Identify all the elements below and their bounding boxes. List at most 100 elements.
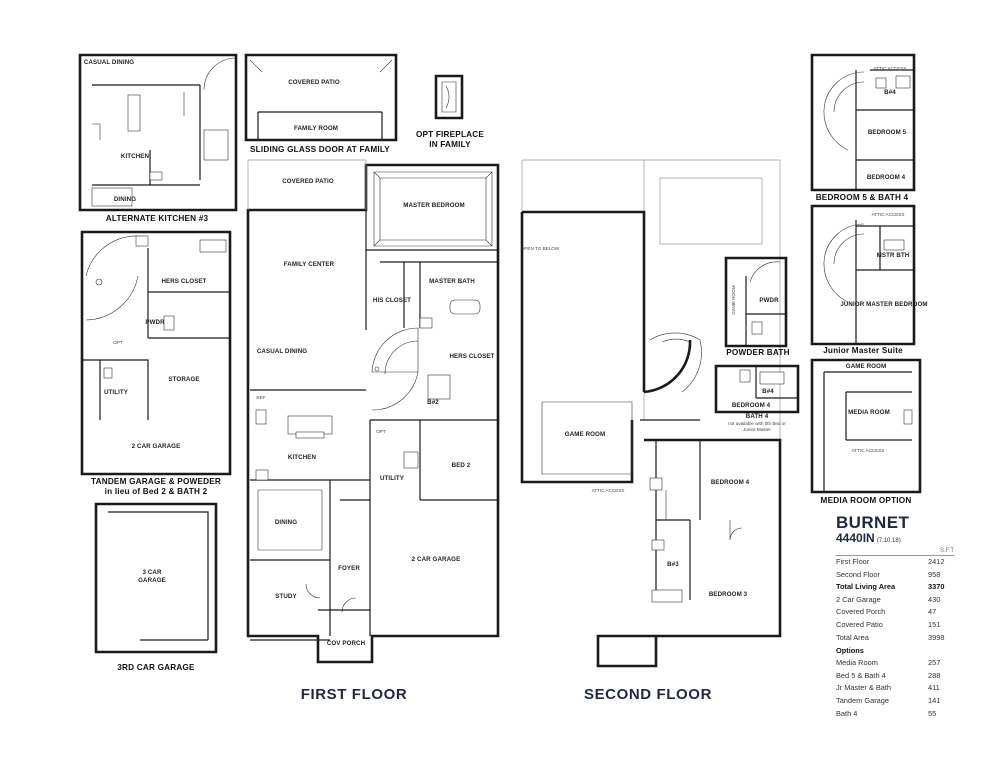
first-floor-title: FIRST FLOOR [301, 686, 408, 703]
media-room-label: MEDIA ROOM [848, 409, 890, 416]
plan-code-line: 4440IN(7.10.18) [836, 532, 954, 547]
ff-master-bath-label: MASTER BATH [429, 278, 475, 285]
sqft-row-value: 3998 [928, 632, 945, 642]
options-header: Options [836, 646, 864, 656]
ff-dining-label: DINING [275, 519, 297, 526]
sqft-row-value: 3370 [928, 582, 945, 592]
sqft-row-label: Bed 5 & Bath 4 [836, 670, 886, 680]
b4-b4-label: B#4 [762, 388, 774, 395]
second-floor-plan: OPEN TO BELOW GAME ROOM ATTIC ACCESS BED… [520, 159, 782, 703]
sqft-header: S.F.T [836, 548, 954, 556]
tandem-caption-2: in lieu of Bed 2 & BATH 2 [105, 487, 208, 496]
slide-family-room-label: FAMILY ROOM [294, 125, 338, 132]
sqft-row: First Floor 2412 [836, 556, 954, 569]
b5-bedroom5-label: BEDROOM 5 [868, 129, 907, 136]
tandem-garage-label: 2 CAR GARAGE [132, 443, 181, 450]
sqft-row-label: Bath 4 [836, 708, 858, 718]
sqft-row-label: Second Floor [836, 569, 880, 579]
sqft-row-label: Jr Master & Bath [836, 683, 892, 693]
alt-dining-label: DINING [114, 196, 136, 203]
tandem-opt-label: OPT [113, 340, 123, 345]
sqft-row-label: Total Living Area [836, 582, 896, 592]
media-game-room-label: GAME ROOM [846, 363, 886, 370]
tandem-garage-inset: HERS CLOSET PWDR OPT UTILITY STORAGE 2 C… [80, 230, 232, 496]
second-floor-title: SECOND FLOOR [584, 686, 712, 703]
alternate-kitchen-inset: CASUAL DINING KITCHEN DINING ALTERNATE K… [78, 53, 238, 223]
sf-bedroom3-label: BEDROOM 3 [709, 591, 748, 598]
sqft-row: 2 Car Garage 430 [836, 594, 954, 607]
plan-code: 4440IN [836, 531, 875, 545]
ff-b2-label: B#2 [427, 399, 439, 406]
sliding-door-inset: COVERED PATIO FAMILY ROOM SLIDING GLASS … [244, 53, 398, 154]
ff-covered-patio-label: COVERED PATIO [282, 178, 334, 185]
sqft-row: Tandem Garage 141 [836, 695, 954, 708]
plan-date: (7.10.18) [876, 538, 901, 544]
junior-master-inset: ATTIC ACCESS MSTR BTH JUNIOR MASTER BEDR… [810, 204, 928, 355]
ff-casual-dining-label: CASUAL DINING [257, 348, 307, 355]
fireplace-caption-2: IN FAMILY [429, 140, 471, 149]
bath4-caption-1: BATH 4 [746, 413, 769, 420]
sqft-row-label: Covered Porch [836, 607, 886, 617]
sqft-row-label: Tandem Garage [836, 695, 889, 705]
sliding-door-caption: SLIDING GLASS DOOR AT FAMILY [250, 145, 390, 154]
ff-family-center-label: FAMILY CENTER [284, 261, 335, 268]
sf-b3-label: B#3 [667, 561, 679, 568]
fireplace-caption-1: OPT FIREPLACE [416, 130, 484, 139]
ff-master-bedroom-label: MASTER BEDROOM [403, 202, 465, 209]
b4-bedroom4-label: BEDROOM 4 [732, 402, 771, 409]
sqft-row-value: 430 [928, 594, 941, 604]
ff-opt-label: OPT [376, 429, 386, 434]
sqft-row: Total Area 3998 [836, 632, 954, 645]
alt-kitchen-caption: ALTERNATE KITCHEN #3 [106, 214, 209, 223]
bedroom5-inset: ATTIC ACCESS B#4 BEDROOM 5 BEDROOM 4 BED… [810, 53, 916, 202]
bath4-caption-3: Junior Master [743, 427, 771, 432]
plan-name: BURNET [836, 513, 910, 532]
ff-his-closet-label: HIS CLOSET [373, 297, 411, 304]
third-car-garage-inset: 3 CAR GARAGE 3RD CAR GARAGE [94, 502, 218, 672]
b5-b4-label: B#4 [884, 89, 896, 96]
sqft-row-label: 2 Car Garage [836, 594, 881, 604]
tandem-pwdr-label: PWDR [145, 319, 165, 326]
sqft-row-label: Covered Patio [836, 619, 883, 629]
tandem-hers-closet-label: HERS CLOSET [161, 278, 206, 285]
sqft-row-value: 141 [928, 695, 941, 705]
tandem-storage-label: STORAGE [168, 376, 199, 383]
ff-study-label: STUDY [275, 593, 297, 600]
sqft-row-label: First Floor [836, 557, 870, 566]
ff-foyer-label: FOYER [338, 565, 360, 572]
sqft-row-label: Total Area [836, 632, 869, 642]
pb-pwdr-label: PWDR [759, 297, 779, 304]
third-garage-label: GARAGE [138, 577, 166, 584]
sqft-row-value: 958 [928, 569, 941, 579]
jr-master-caption: Junior Master Suite [823, 346, 903, 355]
tandem-utility-label: UTILITY [104, 389, 129, 396]
jm-attic-access-label: ATTIC ACCESS [872, 212, 905, 217]
jm-mstr-bth-label: MSTR BTH [877, 252, 910, 259]
ff-cov-porch-label: COV PORCH [327, 640, 366, 647]
sf-open-to-below-label: OPEN TO BELOW [521, 246, 560, 251]
slide-covered-patio-label: COVERED PATIO [288, 79, 340, 86]
sf-attic-access-label: ATTIC ACCESS [592, 488, 625, 493]
ff-hers-closet-label: HERS CLOSET [449, 353, 494, 360]
ff-utility-label: UTILITY [380, 475, 405, 482]
powder-bath-inset: GAME ROOM PWDR POWDER BATH [724, 256, 790, 357]
alt-casual-dining-label: CASUAL DINING [84, 59, 134, 66]
sqft-row: Total Living Area 3370 [836, 581, 954, 594]
third-garage-label-1: 3 CAR [142, 569, 161, 576]
sqft-row-value: 2412 [928, 557, 945, 566]
ff-kitchen-label: KITCHEN [288, 454, 317, 461]
media-room-inset: GAME ROOM MEDIA ROOM ATTIC ACCESS MEDIA … [810, 358, 922, 505]
sqft-row-value: 257 [928, 658, 941, 668]
bath4-caption-2: not available with 5th Bed or [728, 421, 786, 426]
first-floor-plan: COVERED PATIO MASTER BEDROOM FAMILY CENT… [246, 159, 500, 703]
media-attic-access-label: ATTIC ACCESS [852, 448, 885, 453]
bed5-caption: BEDROOM 5 & BATH 4 [816, 193, 909, 202]
media-caption: MEDIA ROOM OPTION [821, 496, 912, 505]
b5-attic-access-label: ATTIC ACCESS [874, 66, 907, 71]
sf-game-room-label: GAME ROOM [565, 431, 605, 438]
b5-bedroom4-label: BEDROOM 4 [867, 174, 906, 181]
